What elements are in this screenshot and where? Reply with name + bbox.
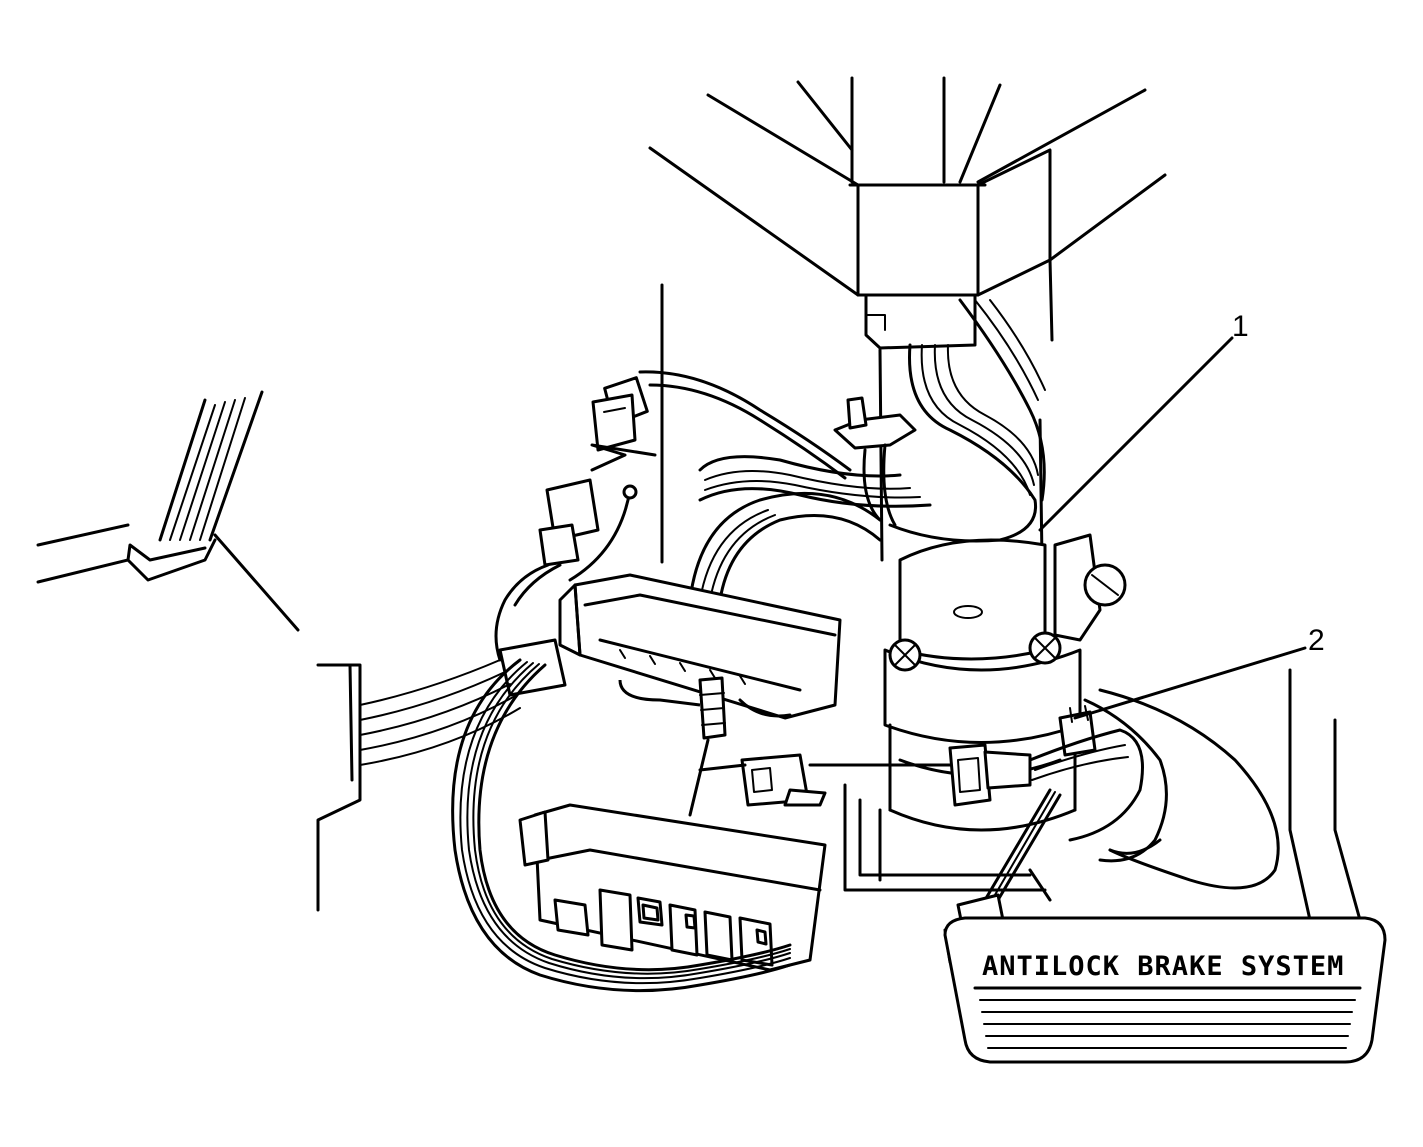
leader-line-lower [688, 738, 710, 817]
callout-2: 2 [1073, 624, 1325, 720]
callout-1: 1 [1038, 310, 1249, 532]
callout-label-2: 2 [1308, 624, 1325, 657]
wiring-harness-loop [359, 638, 792, 993]
brake-pedal-assembly: ANTILOCK BRAKE SYSTEM [943, 668, 1387, 1064]
module-lower [518, 803, 827, 972]
pedal-label: ANTILOCK BRAKE SYSTEM [982, 951, 1344, 982]
steering-column-upper [648, 76, 1167, 350]
dash-panel-left [36, 390, 362, 912]
connector-lower-center [698, 743, 1032, 807]
wiring-harness-main [688, 298, 1046, 602]
module-upper [558, 573, 842, 740]
connector-upper-left [494, 370, 852, 662]
callout-label-1: 1 [1232, 310, 1249, 343]
